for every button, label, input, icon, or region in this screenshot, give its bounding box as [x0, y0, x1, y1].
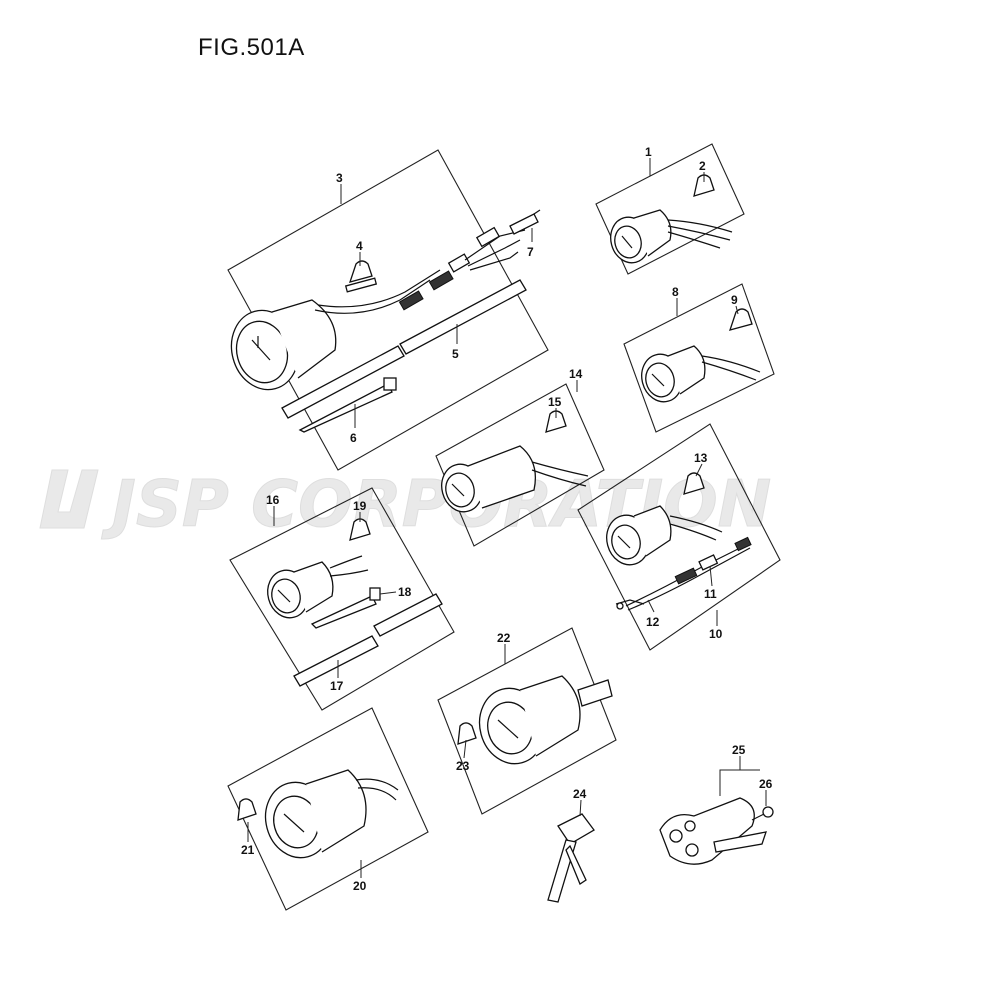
- callout-8: 8: [672, 285, 679, 299]
- gauge-16[interactable]: [262, 555, 369, 622]
- callout-labels: 3 4 7 5 6 1 2 8 9 14 15 13 11 12 10 16 1…: [241, 145, 773, 893]
- callout-11: 11: [704, 587, 717, 601]
- callout-4: 4: [356, 239, 363, 253]
- bulb-19[interactable]: [349, 518, 371, 541]
- group-box-10: [577, 423, 781, 651]
- bulb-13[interactable]: [683, 472, 705, 495]
- gauge-1[interactable]: [606, 209, 733, 267]
- callout-17: 17: [330, 679, 344, 693]
- callout-19: 19: [353, 499, 367, 513]
- callout-1: 1: [645, 145, 652, 159]
- screw-26[interactable]: [751, 806, 774, 821]
- gauge-8[interactable]: [636, 345, 761, 406]
- sender-24[interactable]: [547, 813, 595, 903]
- callout-5: 5: [452, 347, 459, 361]
- callout-22: 22: [497, 631, 511, 645]
- figure-title: FIG.501A: [198, 34, 305, 61]
- callout-24: 24: [573, 787, 587, 801]
- callout-7: 7: [527, 245, 534, 259]
- bulb-2[interactable]: [693, 174, 715, 197]
- callout-23: 23: [456, 759, 470, 773]
- group-box-20: [227, 707, 429, 911]
- callout-10: 10: [709, 627, 723, 641]
- harness-11[interactable]: [625, 536, 752, 611]
- tube-5[interactable]: [281, 279, 527, 419]
- bulb-23[interactable]: [457, 722, 477, 745]
- group-box-3: [227, 149, 549, 471]
- callout-26: 26: [759, 777, 773, 791]
- wire-12[interactable]: [615, 599, 645, 610]
- connector-7[interactable]: [509, 209, 541, 235]
- callout-15: 15: [548, 395, 562, 409]
- callout-20: 20: [353, 879, 367, 893]
- group-box-14: [435, 383, 605, 547]
- group-box-8: [623, 283, 775, 433]
- callout-6: 6: [350, 431, 357, 445]
- gauge-20[interactable]: [257, 769, 399, 865]
- bulb-21[interactable]: [237, 798, 257, 821]
- callout-21: 21: [241, 843, 255, 857]
- cable-tie-6[interactable]: [298, 377, 397, 433]
- callout-2: 2: [699, 159, 706, 173]
- gauge-assembly-3[interactable]: [223, 226, 526, 398]
- bulb-9[interactable]: [728, 308, 753, 331]
- gauge-10[interactable]: [601, 505, 723, 570]
- callout-13: 13: [694, 451, 708, 465]
- callout-12: 12: [646, 615, 660, 629]
- leader-lines: [247, 158, 767, 878]
- gauge-22[interactable]: [471, 675, 613, 771]
- callout-25: 25: [732, 743, 746, 757]
- callout-18: 18: [398, 585, 412, 599]
- gauge-14[interactable]: [436, 445, 589, 516]
- tube-17[interactable]: [293, 593, 443, 687]
- callout-3: 3: [336, 171, 343, 185]
- bracket-25[interactable]: [659, 797, 767, 865]
- group-box-22: [437, 627, 617, 815]
- callout-14: 14: [569, 367, 583, 381]
- bulb-4[interactable]: [344, 260, 378, 293]
- bulb-15[interactable]: [545, 410, 567, 433]
- callout-9: 9: [731, 293, 738, 307]
- group-box-16: [229, 487, 455, 711]
- callout-16: 16: [266, 493, 280, 507]
